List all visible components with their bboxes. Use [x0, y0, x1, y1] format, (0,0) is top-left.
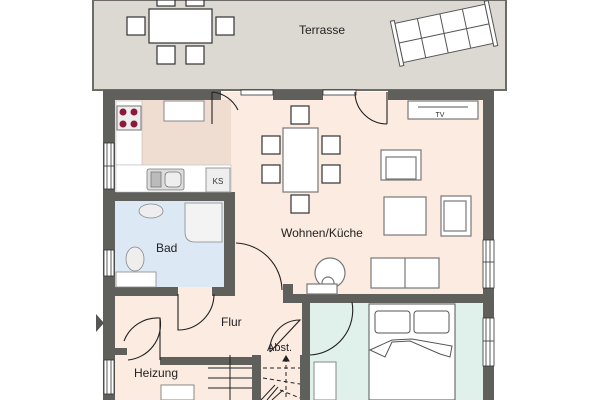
washbasin-icon — [138, 203, 164, 219]
terrace — [92, 0, 507, 91]
lounge-furniture — [306, 100, 479, 295]
room-label-heating: Heizung — [134, 366, 179, 380]
living-furniture — [261, 105, 341, 214]
lounger-icon — [389, 0, 499, 67]
room-label-hallway: Flur — [221, 315, 242, 329]
staircase — [208, 355, 301, 401]
sink-icon — [146, 168, 185, 191]
coffee-table — [383, 196, 427, 236]
room-label-storage: Abst. — [267, 342, 293, 354]
fridge — [205, 167, 231, 193]
stove-icon — [116, 105, 142, 131]
bathroom-fixtures — [115, 202, 223, 288]
kitchen: KS — [115, 100, 232, 193]
entrance-arrow-icon — [96, 314, 104, 332]
room-label-bath: Bad — [156, 241, 178, 255]
tv-label: TV — [436, 112, 445, 119]
door-swings — [123, 91, 388, 361]
shower-icon — [184, 202, 223, 243]
toilet-icon — [125, 246, 145, 272]
nightstand — [313, 361, 337, 401]
room-label-living-kitchen: Wohnen/Küche — [281, 226, 363, 240]
bed-icon — [368, 303, 456, 401]
tv-icon — [407, 100, 479, 120]
fridge-label: KS — [213, 177, 224, 186]
windows — [103, 89, 495, 395]
room-label-terrace: Terrasse — [299, 23, 346, 37]
terrace-dining-table-icon — [126, 0, 235, 65]
heating-unit — [160, 384, 195, 401]
